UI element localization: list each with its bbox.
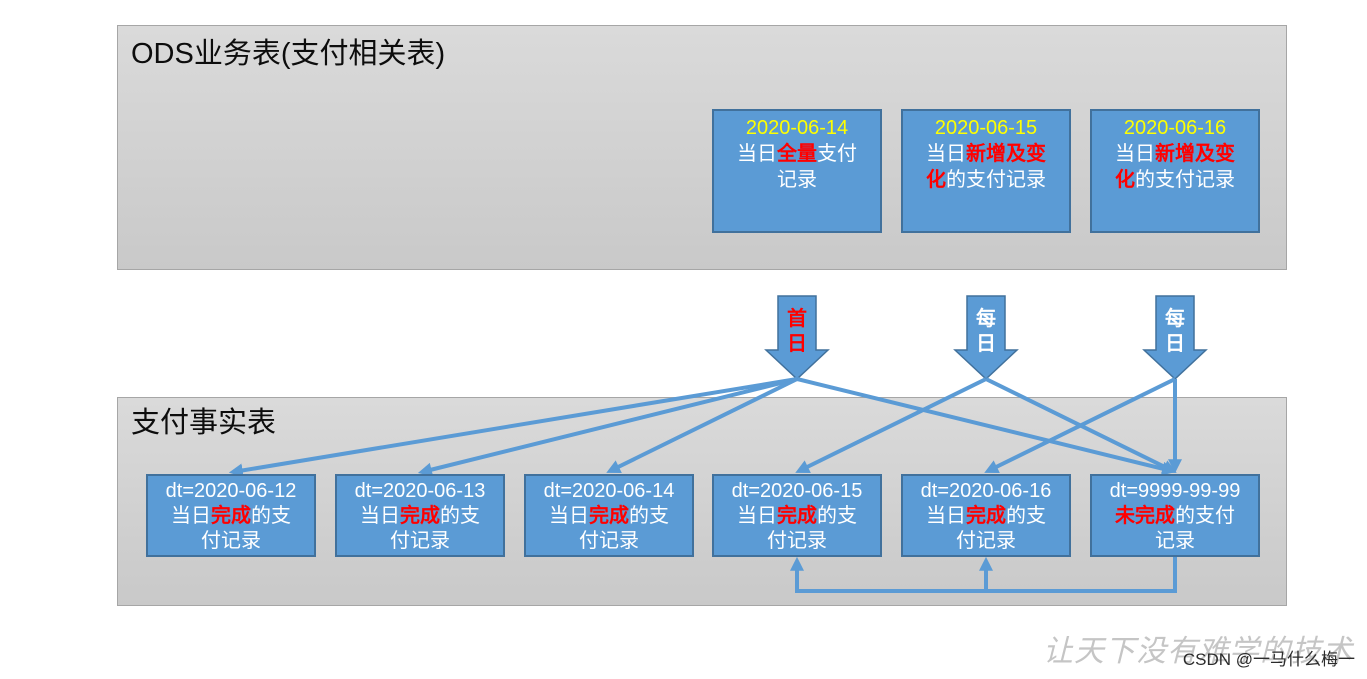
fact-partition-2020-06-15: dt=2020-06-15 当日完成的支 付记录 (712, 474, 882, 557)
partition-desc-text: 的支 (1006, 505, 1046, 527)
node-desc-emphasis: 新增及变 (1155, 143, 1235, 165)
node-date: 2020-06-16 (1123, 117, 1227, 139)
ods-panel-title: ODS业务表(支付相关表) (131, 38, 446, 70)
partition-desc-text: 的支付 (1175, 505, 1235, 527)
node-desc-line: 当日新增及变 (1092, 141, 1258, 167)
node-desc-text: 记录 (777, 169, 817, 191)
partition-desc-text: 付记录 (201, 530, 261, 552)
partition-desc-emphasis: 未完成 (1115, 505, 1175, 527)
node-date-line: 2020-06-16 (1092, 115, 1258, 141)
ods-node-2020-06-15: 2020-06-15 当日新增及变 化的支付记录 (901, 109, 1071, 233)
partition-dt: dt=2020-06-12 (165, 480, 297, 502)
partition-desc-text: 付记录 (579, 530, 639, 552)
node-desc-text: 当日 (737, 143, 777, 165)
fact-partition-2020-06-12: dt=2020-06-12 当日完成的支 付记录 (146, 474, 316, 557)
node-date-line: 2020-06-14 (714, 115, 880, 141)
node-desc-text: 支付 (817, 143, 857, 165)
partition-desc-line: 当日完成的支 (714, 504, 880, 529)
partition-desc-text: 的支 (817, 505, 857, 527)
daily-arrow-label: 每日 (1165, 308, 1185, 355)
partition-dt: dt=9999-99-99 (1109, 480, 1241, 502)
fact-partition-2020-06-16: dt=2020-06-16 当日完成的支 付记录 (901, 474, 1071, 557)
node-date: 2020-06-15 (934, 117, 1038, 139)
partition-desc-emphasis: 完成 (400, 505, 440, 527)
partition-desc-line: 付记录 (337, 529, 503, 554)
fact-partition-9999-99-99: dt=9999-99-99 未完成的支付 记录 (1090, 474, 1260, 557)
node-desc-line: 当日全量支付 (714, 141, 880, 167)
partition-desc-line: 付记录 (714, 529, 880, 554)
partition-desc-text: 当日 (737, 505, 777, 527)
node-desc-emphasis: 化 (926, 169, 946, 191)
partition-desc-line: 当日完成的支 (337, 504, 503, 529)
ods-node-2020-06-14: 2020-06-14 当日全量支付 记录 (712, 109, 882, 233)
partition-dt: dt=2020-06-13 (354, 480, 486, 502)
partition-desc-emphasis: 完成 (777, 505, 817, 527)
partition-desc-text: 当日 (926, 505, 966, 527)
node-date-line: 2020-06-15 (903, 115, 1069, 141)
watermark-credit: CSDN @一马什么梅一 (1182, 650, 1355, 669)
partition-desc-emphasis: 完成 (589, 505, 629, 527)
fact-panel-title: 支付事实表 (131, 407, 277, 439)
node-desc-emphasis: 全量 (777, 143, 817, 165)
partition-desc-line: 记录 (1092, 529, 1258, 554)
partition-desc-line: 付记录 (526, 529, 692, 554)
node-desc-text: 当日 (1115, 143, 1155, 165)
node-desc-text: 的支付记录 (1135, 169, 1235, 191)
node-desc-emphasis: 新增及变 (966, 143, 1046, 165)
partition-desc-line: 当日完成的支 (148, 504, 314, 529)
partition-dt: dt=2020-06-16 (920, 480, 1052, 502)
node-desc-text: 的支付记录 (946, 169, 1046, 191)
node-desc-line: 化的支付记录 (1092, 167, 1258, 193)
partition-desc-text: 的支 (440, 505, 480, 527)
watermark-slogan: 让天下没有难学的技术 (1043, 635, 1353, 668)
partition-desc-line: 未完成的支付 (1092, 504, 1258, 529)
node-desc-line: 化的支付记录 (903, 167, 1069, 193)
first-day-arrow-label: 首日 (787, 308, 807, 355)
daily-arrow-label: 每日 (976, 308, 996, 355)
partition-desc-text: 当日 (171, 505, 211, 527)
partition-desc-text: 的支 (629, 505, 669, 527)
fact-partition-2020-06-13: dt=2020-06-13 当日完成的支 付记录 (335, 474, 505, 557)
partition-desc-text: 的支 (251, 505, 291, 527)
partition-desc-text: 付记录 (390, 530, 450, 552)
partition-desc-line: 当日完成的支 (526, 504, 692, 529)
node-date: 2020-06-14 (745, 117, 849, 139)
node-desc-text: 当日 (926, 143, 966, 165)
partition-desc-text: 付记录 (767, 530, 827, 552)
partition-desc-line: 付记录 (903, 529, 1069, 554)
node-desc-emphasis: 化 (1115, 169, 1135, 191)
partition-desc-text: 记录 (1155, 530, 1195, 552)
partition-desc-emphasis: 完成 (211, 505, 251, 527)
partition-desc-text: 当日 (360, 505, 400, 527)
partition-desc-line: 付记录 (148, 529, 314, 554)
node-desc-line: 当日新增及变 (903, 141, 1069, 167)
partition-dt: dt=2020-06-15 (731, 480, 863, 502)
partition-dt: dt=2020-06-14 (543, 480, 675, 502)
ods-node-2020-06-16: 2020-06-16 当日新增及变 化的支付记录 (1090, 109, 1260, 233)
partition-desc-emphasis: 完成 (966, 505, 1006, 527)
fact-partition-2020-06-14: dt=2020-06-14 当日完成的支 付记录 (524, 474, 694, 557)
node-desc-line: 记录 (714, 167, 880, 193)
partition-desc-text: 当日 (549, 505, 589, 527)
partition-desc-text: 付记录 (956, 530, 1016, 552)
partition-desc-line: 当日完成的支 (903, 504, 1069, 529)
